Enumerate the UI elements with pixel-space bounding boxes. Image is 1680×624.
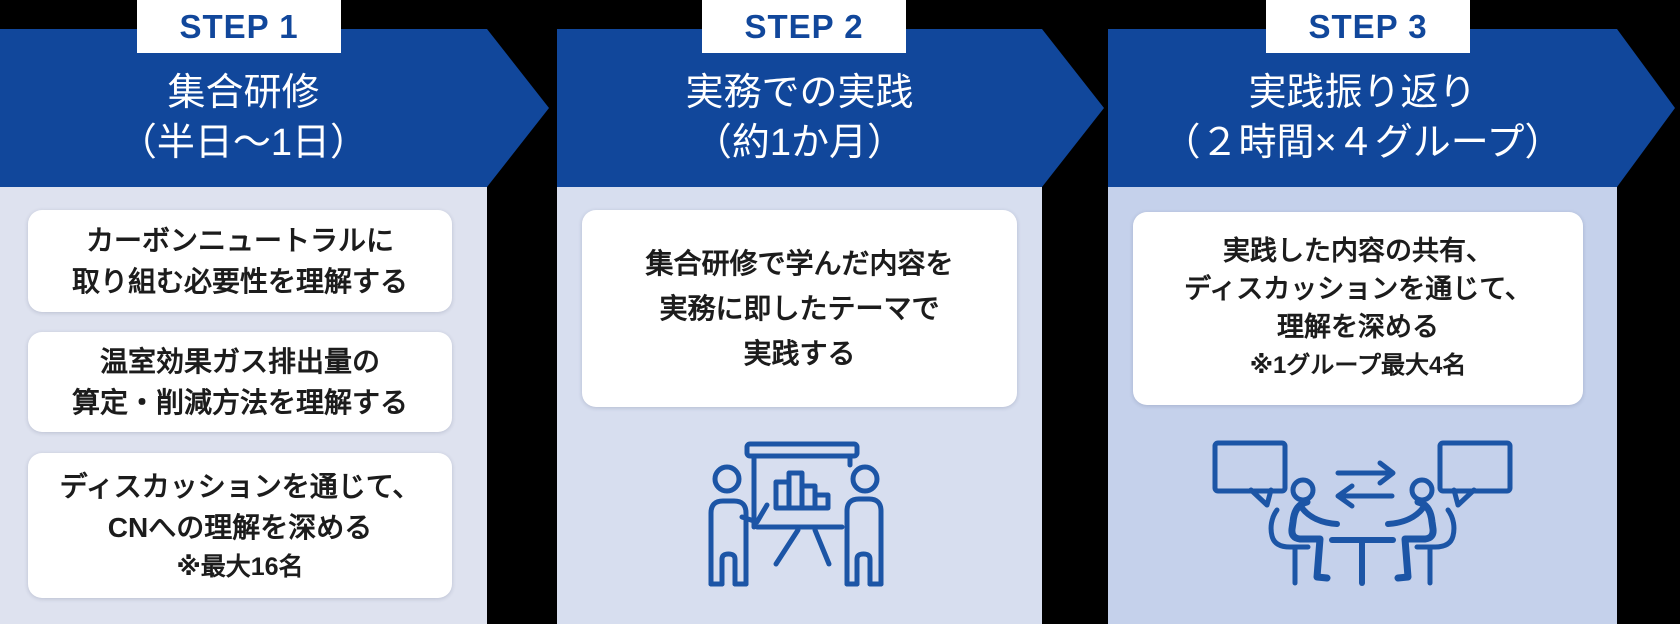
step3-arrow-tip (1617, 29, 1675, 187)
step2-title-line2: （約1か月） (693, 122, 906, 164)
step3-label: STEP 3 (1308, 7, 1428, 45)
card-line: ディスカッションを通じて、 (1184, 273, 1532, 304)
step1-title: 集合研修 （半日～1日） (0, 56, 487, 180)
step1-label-box: STEP 1 (137, 0, 341, 53)
step3-title: 実践振り返り （２時間×４グループ） (1108, 56, 1617, 180)
step1-card-2: 温室効果ガス排出量の 算定・削減方法を理解する (28, 332, 452, 432)
step2-card-1: 集合研修で学んだ内容を 実務に即したテーマで 実践する (582, 210, 1017, 407)
step3-card-1: 実践した内容の共有、 ディスカッションを通じて、 理解を深める ※1グループ最大… (1133, 212, 1583, 405)
step1-label: STEP 1 (179, 7, 299, 45)
presentation-icon (697, 437, 897, 597)
step3-title-line2: （２時間×４グループ） (1162, 122, 1563, 164)
step2-label-box: STEP 2 (702, 0, 906, 53)
step3-arrow-banner (1108, 29, 1617, 187)
card-line: 理解を深める (1277, 311, 1439, 342)
card-line: 取り組む必要性を理解する (71, 266, 408, 297)
step1-card-3: ディスカッションを通じて、 CNへの理解を深める ※最大16名 (28, 453, 452, 598)
step1-title-line2: （半日～1日） (118, 122, 369, 164)
card-line: 温室効果ガス排出量の (99, 346, 380, 377)
card-line: 算定・削減方法を理解する (71, 387, 408, 418)
step1-arrow-banner (0, 29, 487, 187)
step1-arrow-tip (487, 29, 549, 187)
step3-label-box: STEP 3 (1266, 0, 1470, 53)
card-line: 集合研修で学んだ内容を (645, 248, 954, 279)
card-note: ※最大16名 (176, 552, 304, 581)
discussion-icon (1210, 433, 1515, 593)
card-line: カーボンニュートラルに (85, 225, 394, 256)
step1-card-1: カーボンニュートラルに 取り組む必要性を理解する (28, 210, 452, 312)
card-note: ※1グループ最大4名 (1249, 351, 1467, 379)
step2-label: STEP 2 (744, 7, 864, 45)
card-line: CNへの理解を深める (107, 511, 373, 543)
step2-arrow-banner (557, 29, 1042, 187)
step2-title-line1: 実務での実践 (685, 72, 914, 114)
card-line: 実践する (743, 338, 856, 369)
step3-title-line1: 実践振り返り (1248, 72, 1477, 114)
step2-title: 実務での実践 （約1か月） (557, 56, 1042, 180)
step1-title-line1: 集合研修 (167, 72, 320, 114)
card-line: 実践した内容の共有、 (1223, 235, 1493, 266)
card-line: ディスカッションを通じて、 (59, 470, 421, 502)
card-line: 実務に即したテーマで (659, 293, 940, 324)
step2-arrow-tip (1042, 29, 1104, 187)
